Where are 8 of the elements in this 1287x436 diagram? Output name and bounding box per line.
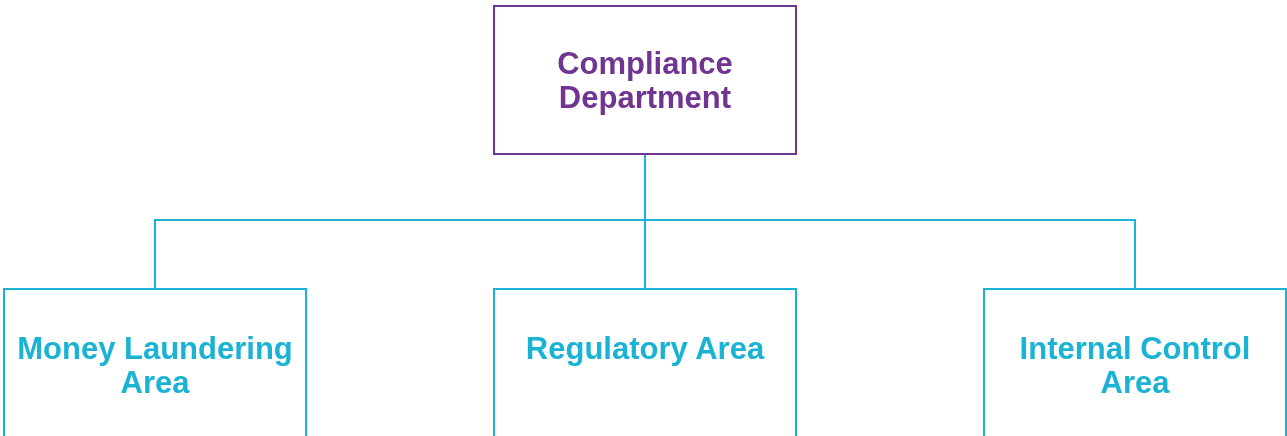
box-label: Regulatory Area bbox=[525, 332, 765, 368]
box-label: Internal Control Area bbox=[1018, 332, 1252, 402]
department-box bbox=[493, 5, 797, 155]
area-box bbox=[983, 288, 1287, 436]
box-label: Compliance Department bbox=[556, 47, 734, 117]
box-label: Money Laundering Area bbox=[16, 332, 294, 402]
area-box bbox=[3, 288, 307, 436]
area-box bbox=[493, 288, 797, 436]
